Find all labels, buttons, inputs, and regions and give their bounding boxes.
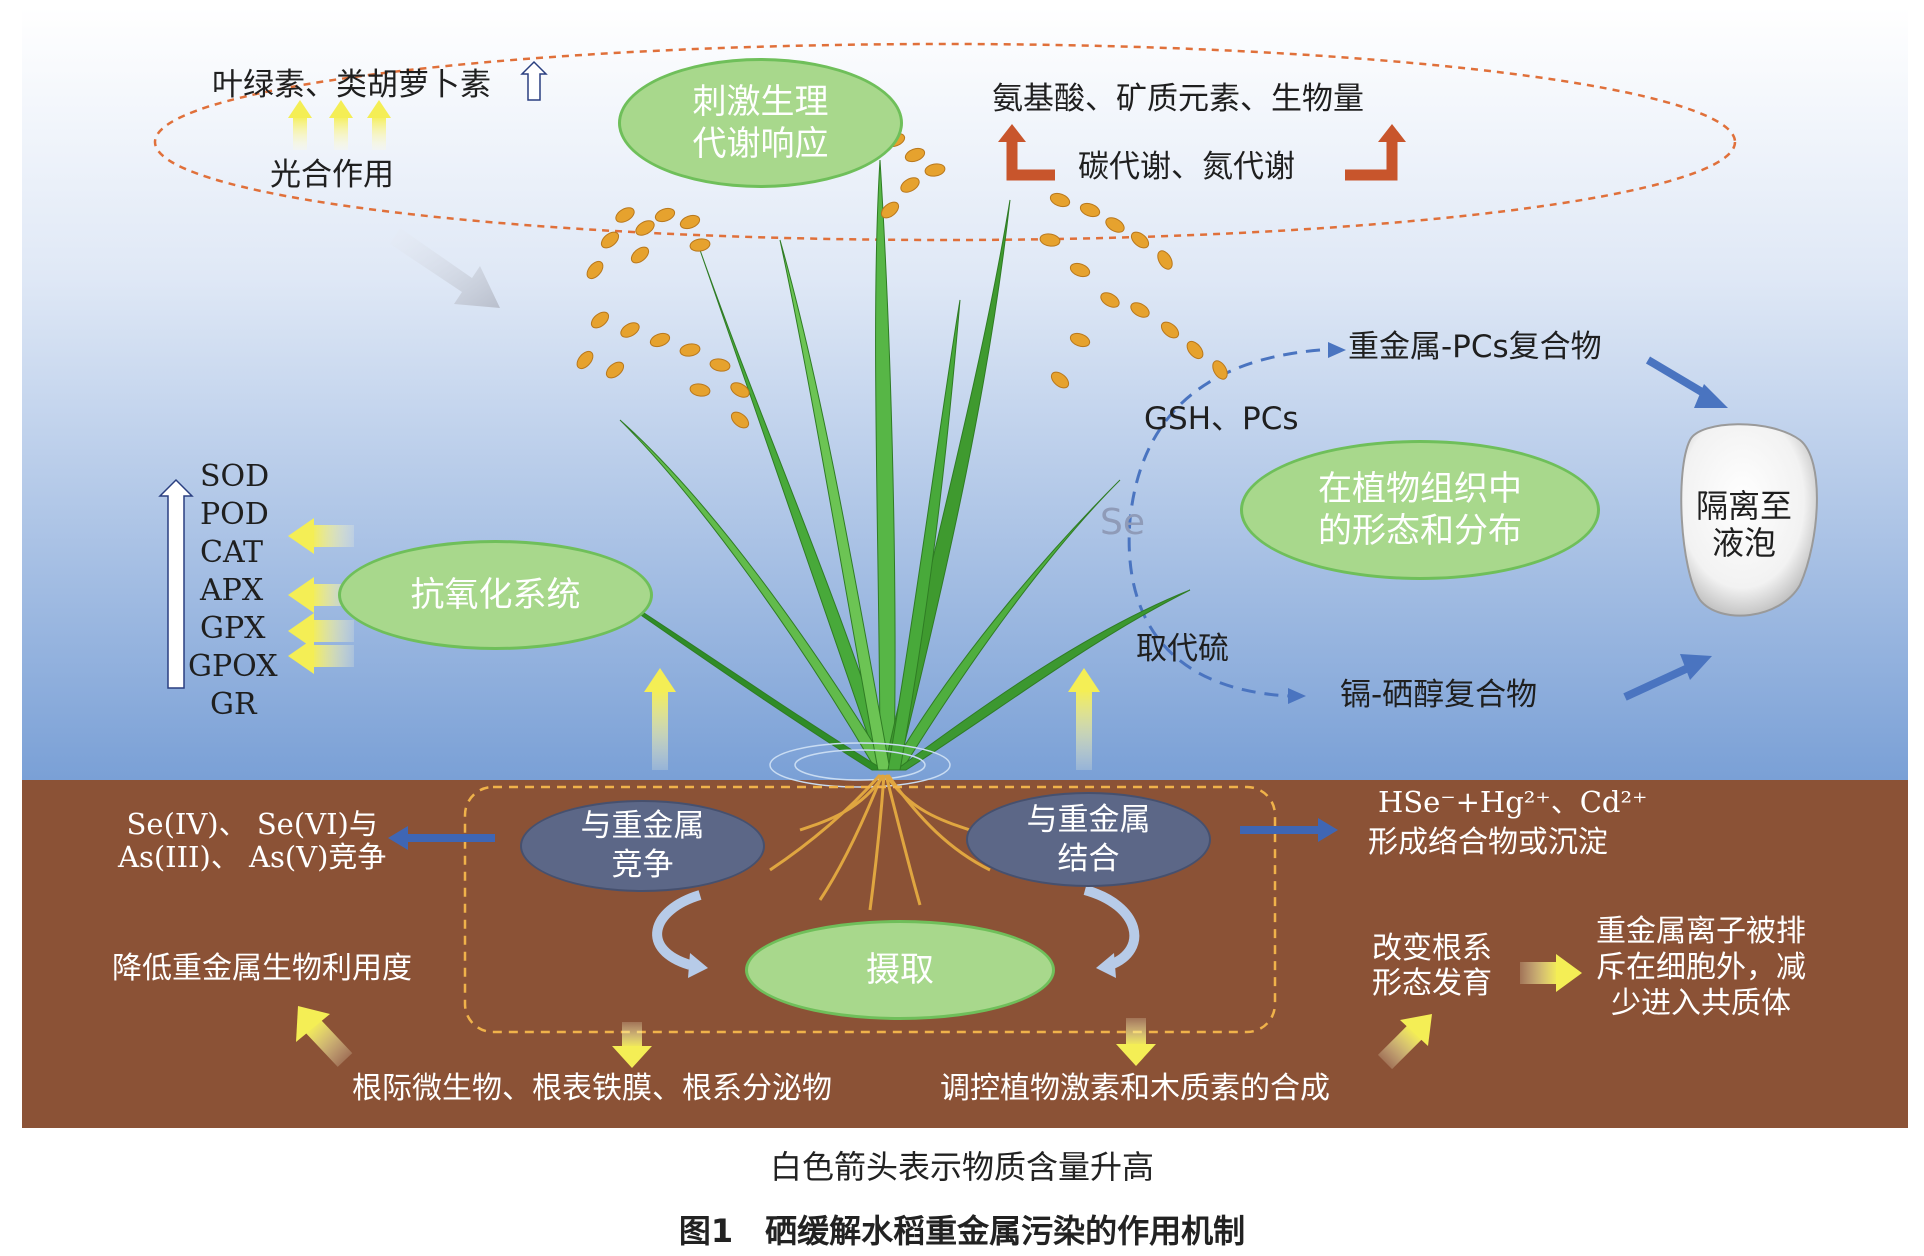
label-pcs-complex: 重金属-PCs复合物	[1348, 329, 1602, 365]
enzyme-sod: SOD	[200, 459, 270, 494]
arrow-bioavail	[304, 1018, 353, 1067]
uptake-arrow-right	[1076, 690, 1092, 770]
ellipse-antioxidant: 抗氧化系统	[338, 540, 653, 650]
arrow-microbes-down	[622, 1022, 642, 1048]
label-root-change: 改变根系 形态发育	[1372, 931, 1492, 1001]
arrow-excluded	[1520, 962, 1558, 984]
enzyme-pod: POD	[200, 497, 269, 532]
caption-note: 白色箭头表示物质含量升高	[769, 1148, 1154, 1186]
grey-arrow	[390, 228, 500, 308]
caption-title: 图1 硒缓解水稻重金属污染的作用机制	[678, 1212, 1246, 1250]
ellipse-stimulus: 刺激生理 代谢响应	[618, 58, 903, 188]
curved-arrow-right	[1083, 885, 1140, 970]
ellipse-distribution: 在植物组织中 的形态和分布	[1240, 440, 1600, 580]
rice-roots	[769, 774, 991, 911]
label-bioavail: 降低重金属生物利用度	[112, 951, 412, 986]
label-excluded: 重金属离子被排 斥在细胞外，减 少进入共质体	[1596, 914, 1806, 1021]
rice-grains	[576, 132, 1228, 429]
ellipse-compete: 与重金属 竞争	[520, 800, 765, 892]
enzyme-gpox: GPOX	[188, 649, 278, 684]
label-hg-cd: HSe⁻+Hg²⁺、Cd²⁺	[1378, 785, 1648, 819]
label-compete-ions: Se(IV)、 Se(VI)与 As(III)、 As(V)竞争	[118, 807, 387, 875]
label-complex: 形成络合物或沉淀	[1368, 825, 1608, 860]
increase-arrow-pigments	[520, 60, 548, 101]
label-photosynthesis: 光合作用	[270, 157, 394, 193]
label-cd-complex: 镉-硒醇复合物	[1340, 677, 1538, 713]
uptake-arrow-left	[652, 690, 668, 770]
label-metabolism: 碳代谢、氮代谢	[1078, 149, 1295, 185]
ellipse-bind: 与重金属 结合	[966, 792, 1211, 887]
label-pigments: 叶绿素、类胡萝卜素	[212, 67, 491, 103]
ellipse-uptake: 摄取	[745, 920, 1055, 1020]
label-microbes: 根际微生物、根表铁膜、根系分泌物	[352, 1071, 832, 1106]
enzyme-cat: CAT	[200, 535, 263, 570]
label-hormones: 调控植物激素和木质素的合成	[940, 1071, 1330, 1106]
enzyme-gpx: GPX	[200, 611, 266, 646]
antioxidant-arrows	[288, 518, 354, 674]
increase-arrow-enzymes	[158, 478, 194, 689]
enzyme-gr: GR	[210, 687, 257, 722]
label-replace-sulfur: 取代硫	[1136, 631, 1229, 667]
orange-arrow-right	[1345, 140, 1398, 181]
label-se: Se	[1100, 502, 1145, 543]
arrow-root-change	[1377, 1024, 1423, 1070]
label-vacuole: 隔离至 液泡	[1696, 487, 1793, 562]
top-dashed-ellipse	[153, 42, 1737, 242]
vacuole-shape	[1680, 423, 1818, 617]
uptake-dashed-box	[463, 785, 1277, 1034]
curved-arrow-left	[652, 890, 702, 970]
enzyme-apx: APX	[200, 573, 264, 608]
orange-arrow-left	[1006, 140, 1055, 181]
label-amino: 氨基酸、矿质元素、生物量	[992, 81, 1364, 117]
label-gsh: GSH、PCs	[1144, 401, 1299, 437]
water-ripple	[769, 742, 951, 788]
arrow-to-vacuole-bottom	[1623, 664, 1690, 701]
arrow-hormones-down	[1126, 1018, 1146, 1046]
